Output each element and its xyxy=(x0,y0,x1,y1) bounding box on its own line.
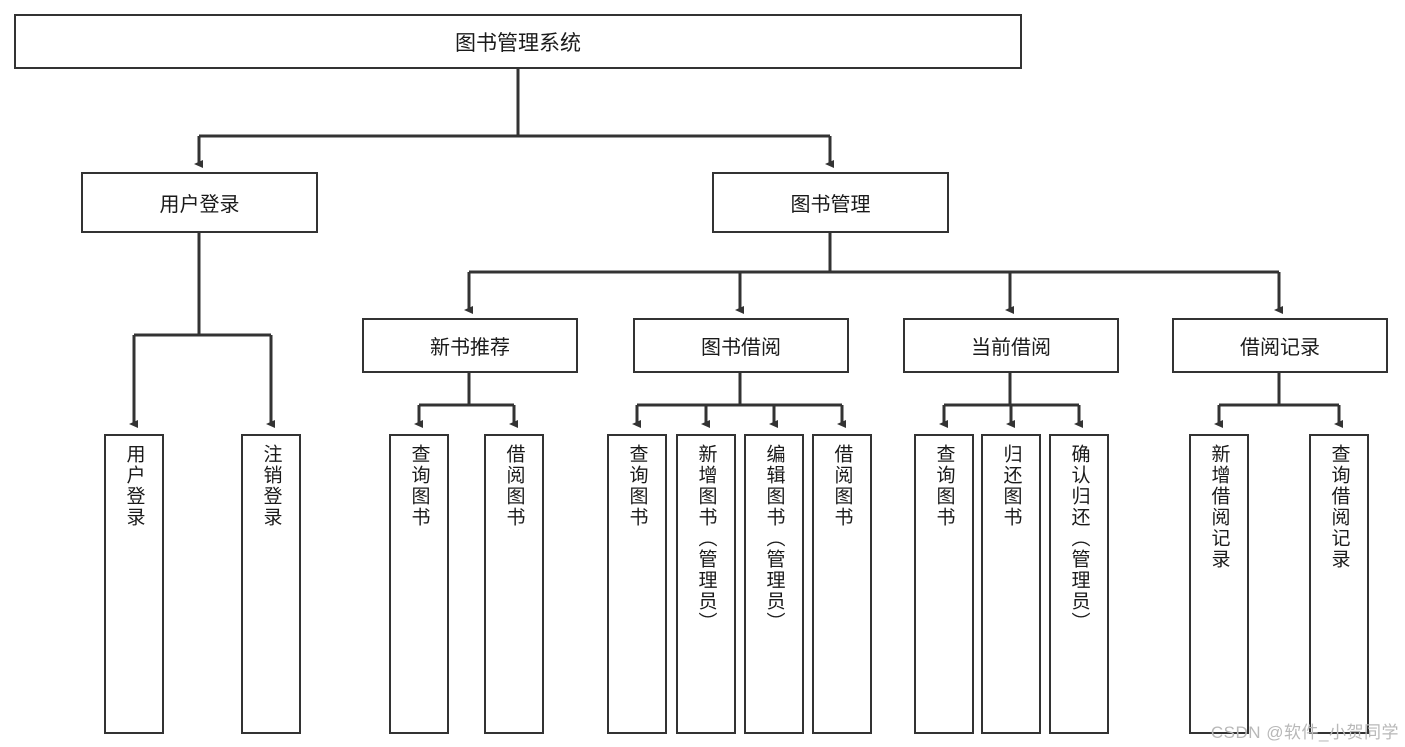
node-user-login[interactable]: 用户登录 xyxy=(81,172,318,233)
node-leaf-logout[interactable]: 注销登录 xyxy=(241,434,301,734)
node-leaf-confirm-return-admin-label: 确认归还（管理员） xyxy=(1068,444,1090,633)
node-new-book-recommend[interactable]: 新书推荐 xyxy=(362,318,578,373)
node-leaf-logout-label: 注销登录 xyxy=(260,444,282,528)
node-root-label: 图书管理系统 xyxy=(455,31,581,55)
node-leaf-query-book-current-label: 查询图书 xyxy=(933,444,955,528)
node-leaf-add-book-admin[interactable]: 新增图书（管理员） xyxy=(676,434,736,734)
node-leaf-user-login-label: 用户登录 xyxy=(123,444,145,528)
node-root[interactable]: 图书管理系统 xyxy=(14,14,1022,69)
node-leaf-confirm-return-admin[interactable]: 确认归还（管理员） xyxy=(1049,434,1109,734)
node-leaf-query-book-current[interactable]: 查询图书 xyxy=(914,434,974,734)
node-leaf-query-borrow-record-label: 查询借阅记录 xyxy=(1328,444,1350,570)
node-book-borrow-label: 图书借阅 xyxy=(701,337,781,359)
node-leaf-add-book-admin-label: 新增图书（管理员） xyxy=(695,444,717,633)
watermark: CSDN @软件_小贺同学 xyxy=(1210,723,1399,742)
node-leaf-user-login[interactable]: 用户登录 xyxy=(104,434,164,734)
node-leaf-borrow-book[interactable]: 借阅图书 xyxy=(812,434,872,734)
node-current-borrow[interactable]: 当前借阅 xyxy=(903,318,1119,373)
node-leaf-query-book-borrow-label: 查询图书 xyxy=(626,444,648,528)
node-borrow-record[interactable]: 借阅记录 xyxy=(1172,318,1388,373)
node-leaf-return-book-label: 归还图书 xyxy=(1000,444,1022,528)
node-book-borrow[interactable]: 图书借阅 xyxy=(633,318,849,373)
node-new-book-recommend-label: 新书推荐 xyxy=(430,337,510,359)
node-leaf-edit-book-admin[interactable]: 编辑图书（管理员） xyxy=(744,434,804,734)
node-leaf-borrow-book-label: 借阅图书 xyxy=(831,444,853,528)
node-book-management[interactable]: 图书管理 xyxy=(712,172,949,233)
node-leaf-query-book-recommend[interactable]: 查询图书 xyxy=(389,434,449,734)
node-leaf-edit-book-admin-label: 编辑图书（管理员） xyxy=(763,444,785,633)
node-user-login-label: 用户登录 xyxy=(159,194,240,216)
node-book-management-label: 图书管理 xyxy=(790,194,871,216)
node-leaf-return-book[interactable]: 归还图书 xyxy=(981,434,1041,734)
node-current-borrow-label: 当前借阅 xyxy=(971,337,1051,359)
node-leaf-query-book-recommend-label: 查询图书 xyxy=(408,444,430,528)
node-leaf-add-borrow-record-label: 新增借阅记录 xyxy=(1208,444,1230,570)
node-borrow-record-label: 借阅记录 xyxy=(1240,337,1320,359)
node-leaf-add-borrow-record[interactable]: 新增借阅记录 xyxy=(1189,434,1249,734)
node-leaf-query-borrow-record[interactable]: 查询借阅记录 xyxy=(1309,434,1369,734)
node-leaf-borrow-book-recommend-label: 借阅图书 xyxy=(503,444,525,528)
node-leaf-query-book-borrow[interactable]: 查询图书 xyxy=(607,434,667,734)
node-leaf-borrow-book-recommend[interactable]: 借阅图书 xyxy=(484,434,544,734)
